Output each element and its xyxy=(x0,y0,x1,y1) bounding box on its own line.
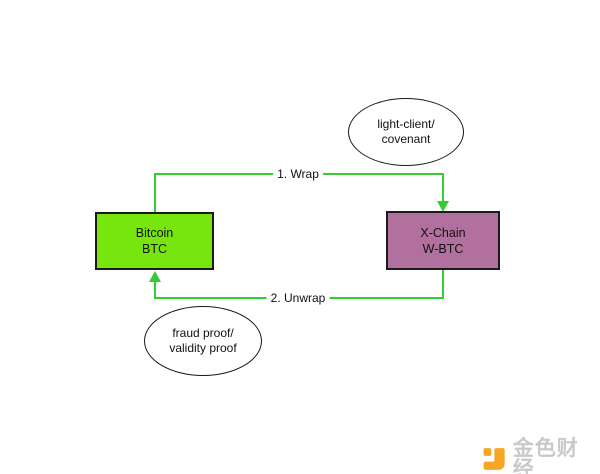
xchain-node-label-line2: W-BTC xyxy=(422,241,464,256)
wrap-edge-segment-up xyxy=(154,174,156,214)
bitcoin-node-label-line2: BTC xyxy=(142,242,167,256)
fraud-proof-label-line2: validity proof xyxy=(169,341,237,355)
bitcoin-node-label-line1: Bitcoin xyxy=(135,226,174,240)
xchain-wbtc-node: X-Chain W-BTC xyxy=(386,211,500,270)
jinse-finance-watermark: 金色财经 xyxy=(482,438,600,474)
light-client-label-line2: covenant xyxy=(381,132,431,146)
fraud-validity-proof-node: fraud proof/ validity proof xyxy=(144,306,262,376)
fraud-proof-label-line1: fraud proof/ xyxy=(172,326,234,340)
jinse-finance-watermark-text: 金色财经 xyxy=(512,437,579,474)
unwrap-edge-segment-down xyxy=(442,270,444,299)
jinse-logo-icon xyxy=(483,448,505,470)
bitcoin-btc-node: Bitcoin BTC xyxy=(95,212,214,270)
light-client-covenant-node: light-client/ covenant xyxy=(348,98,464,166)
xchain-node-label-line1: X-Chain xyxy=(420,225,466,240)
unwrap-edge-label: 2. Unwrap xyxy=(266,291,330,305)
light-client-label-line1: light-client/ xyxy=(377,117,435,131)
wrap-edge-label: 1. Wrap xyxy=(273,167,323,181)
unwrap-arrowhead-icon xyxy=(149,271,161,282)
wrap-arrowhead-icon xyxy=(437,201,449,212)
wrap-edge-segment-down xyxy=(442,173,444,203)
unwrap-edge-segment-up xyxy=(154,282,156,298)
